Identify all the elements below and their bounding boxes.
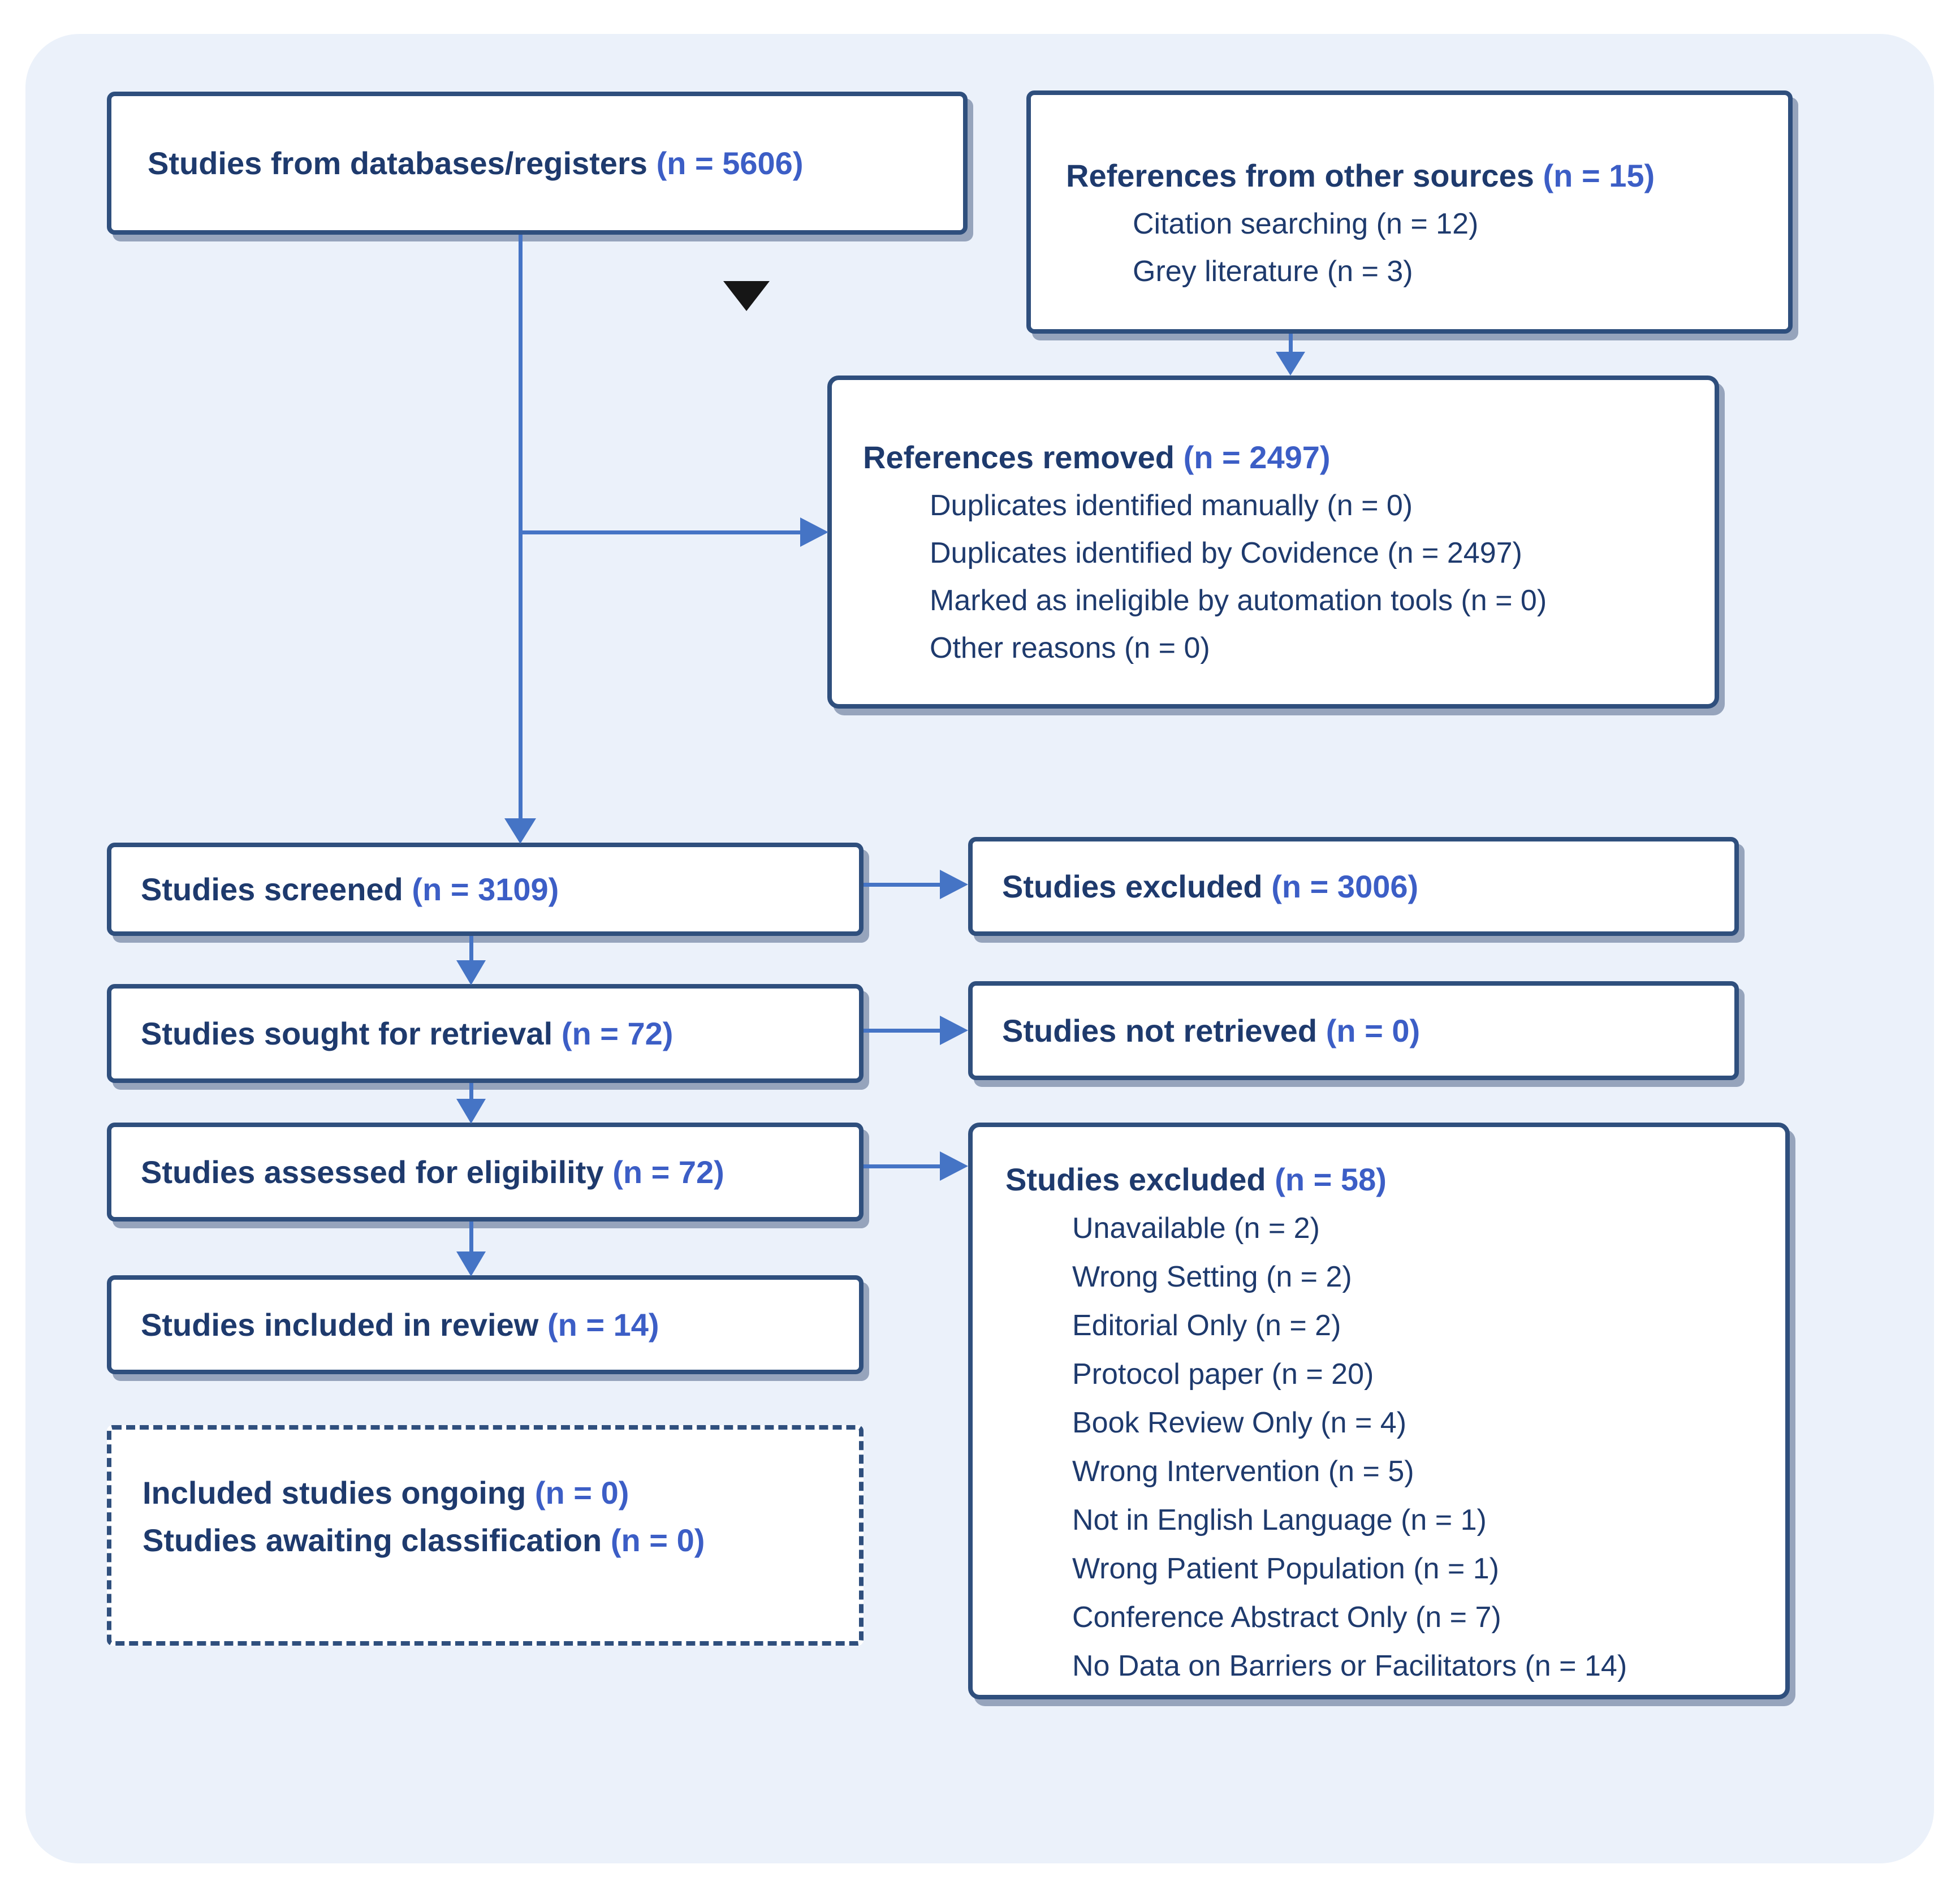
- box-label: Studies awaiting classification: [143, 1522, 602, 1558]
- list-item: No Data on Barriers or Facilitators (n =…: [1072, 1650, 1627, 1682]
- n-value: (n = 58): [1275, 1162, 1387, 1197]
- list-item: Duplicates identified manually (n = 0): [930, 489, 1413, 522]
- list-item: Not in English Language (n = 1): [1072, 1504, 1487, 1537]
- n-value: (n = 0): [1326, 1012, 1421, 1048]
- black-triangle-marker-icon: [723, 281, 770, 311]
- box-title: Studies excluded(n = 3006): [1002, 862, 1418, 911]
- box-title: Studies from databases/registers(n = 560…: [148, 139, 803, 188]
- list-item: Book Review Only (n = 4): [1072, 1406, 1407, 1439]
- arrowhead-right-to-not-retrieved: [940, 1016, 968, 1045]
- box-studies-excluded-eligibility: Studies excluded (n = 58) Unavailable (n …: [968, 1123, 1790, 1699]
- box-label: References from other sources: [1066, 158, 1534, 193]
- connector-othersources-down: [1289, 334, 1293, 352]
- connector-screened-to-excluded: [864, 883, 940, 887]
- box-studies-sought: Studies sought for retrieval(n = 72): [107, 984, 864, 1083]
- arrowhead-down-to-included: [456, 1251, 486, 1276]
- box-title: Included studies ongoing(n = 0): [143, 1469, 859, 1517]
- list-item: Conference Abstract Only (n = 7): [1072, 1601, 1501, 1634]
- box-studies-from-databases: Studies from databases/registers(n = 560…: [107, 92, 968, 235]
- box-studies-excluded-screening: Studies excluded(n = 3006): [968, 837, 1739, 936]
- box-title: Studies screened(n = 3109): [141, 865, 559, 914]
- n-value: (n = 0): [534, 1475, 629, 1510]
- list-item: Citation searching (n = 12): [1133, 208, 1479, 240]
- arrowhead-right-to-removed: [800, 517, 828, 547]
- box-label: Studies sought for retrieval: [141, 1015, 553, 1051]
- list-item: Wrong Patient Population (n = 1): [1072, 1552, 1499, 1585]
- box-references-removed: References removed(n = 2497) Duplicates …: [827, 376, 1719, 709]
- box-studies-not-retrieved: Studies not retrieved(n = 0): [968, 981, 1739, 1080]
- box-label: Studies excluded: [1005, 1162, 1266, 1197]
- box-studies-assessed: Studies assessed for eligibility(n = 72): [107, 1123, 864, 1222]
- list-item: Marked as ineligible by automation tools…: [930, 584, 1547, 617]
- box-label: Studies not retrieved: [1002, 1012, 1318, 1048]
- box-title: Studies awaiting classification(n = 0): [143, 1517, 859, 1564]
- box-title: References from other sources (n = 15): [1066, 152, 1788, 200]
- connector-screened-to-sought: [469, 936, 473, 960]
- box-studies-included: Studies included in review(n = 14): [107, 1275, 864, 1374]
- connector-sought-to-assessed: [469, 1083, 473, 1099]
- box-label: Included studies ongoing: [143, 1475, 526, 1510]
- arrowhead-right-to-excluded-screening: [940, 870, 968, 899]
- n-value: (n = 0): [610, 1522, 705, 1558]
- list-item: Unavailable (n = 2): [1072, 1212, 1320, 1245]
- arrowhead-down-to-screened: [504, 818, 536, 844]
- n-value: (n = 2497): [1183, 439, 1331, 475]
- list-item: Grey literature (n = 3): [1133, 255, 1413, 288]
- box-label: Studies screened: [141, 871, 403, 907]
- list-item: Wrong Setting (n = 2): [1072, 1261, 1352, 1293]
- list-item: Duplicates identified by Covidence (n = …: [930, 537, 1522, 569]
- arrowhead-down-to-sought: [456, 960, 486, 985]
- box-label: Studies from databases/registers: [148, 145, 647, 181]
- arrowhead-down-to-assessed: [456, 1099, 486, 1124]
- n-value: (n = 72): [612, 1154, 724, 1190]
- n-value: (n = 3006): [1271, 868, 1419, 904]
- arrowhead-down-to-removed: [1276, 352, 1305, 376]
- n-value: (n = 14): [547, 1306, 659, 1343]
- connector-main-vertical-line: [519, 235, 523, 818]
- n-value: (n = 72): [561, 1015, 674, 1051]
- box-label: Studies assessed for eligibility: [141, 1154, 604, 1190]
- n-value: (n = 15): [1543, 158, 1655, 193]
- list-item: Editorial Only (n = 2): [1072, 1309, 1341, 1342]
- connector-branch-to-removed: [520, 530, 800, 534]
- connector-assessed-to-excluded: [864, 1164, 940, 1168]
- list-item: Other reasons (n = 0): [930, 632, 1210, 664]
- box-label: Studies excluded: [1002, 868, 1263, 904]
- list-item: Wrong Intervention (n = 5): [1072, 1455, 1414, 1488]
- box-studies-screened: Studies screened(n = 3109): [107, 843, 864, 936]
- list-item: Protocol paper (n = 20): [1072, 1358, 1374, 1391]
- arrowhead-right-to-excluded-eligibility: [940, 1151, 968, 1181]
- n-value: (n = 5606): [656, 145, 804, 181]
- box-ongoing-awaiting: Included studies ongoing(n = 0) Studies …: [107, 1425, 864, 1646]
- box-label: References removed: [863, 439, 1175, 475]
- n-value: (n = 3109): [412, 871, 559, 907]
- box-title: References removed(n = 2497): [863, 433, 1715, 482]
- box-title: Studies excluded (n = 58): [1005, 1155, 1785, 1204]
- box-title: Studies assessed for eligibility(n = 72): [141, 1148, 724, 1197]
- connector-sought-to-notretrieved: [864, 1029, 940, 1033]
- connector-assessed-to-included: [469, 1222, 473, 1251]
- box-title: Studies not retrieved(n = 0): [1002, 1007, 1420, 1055]
- box-references-other-sources: References from other sources (n = 15) Ci…: [1026, 90, 1793, 334]
- box-label: Studies included in review: [141, 1306, 539, 1343]
- box-title: Studies sought for retrieval(n = 72): [141, 1009, 673, 1058]
- box-title: Studies included in review(n = 14): [141, 1301, 659, 1349]
